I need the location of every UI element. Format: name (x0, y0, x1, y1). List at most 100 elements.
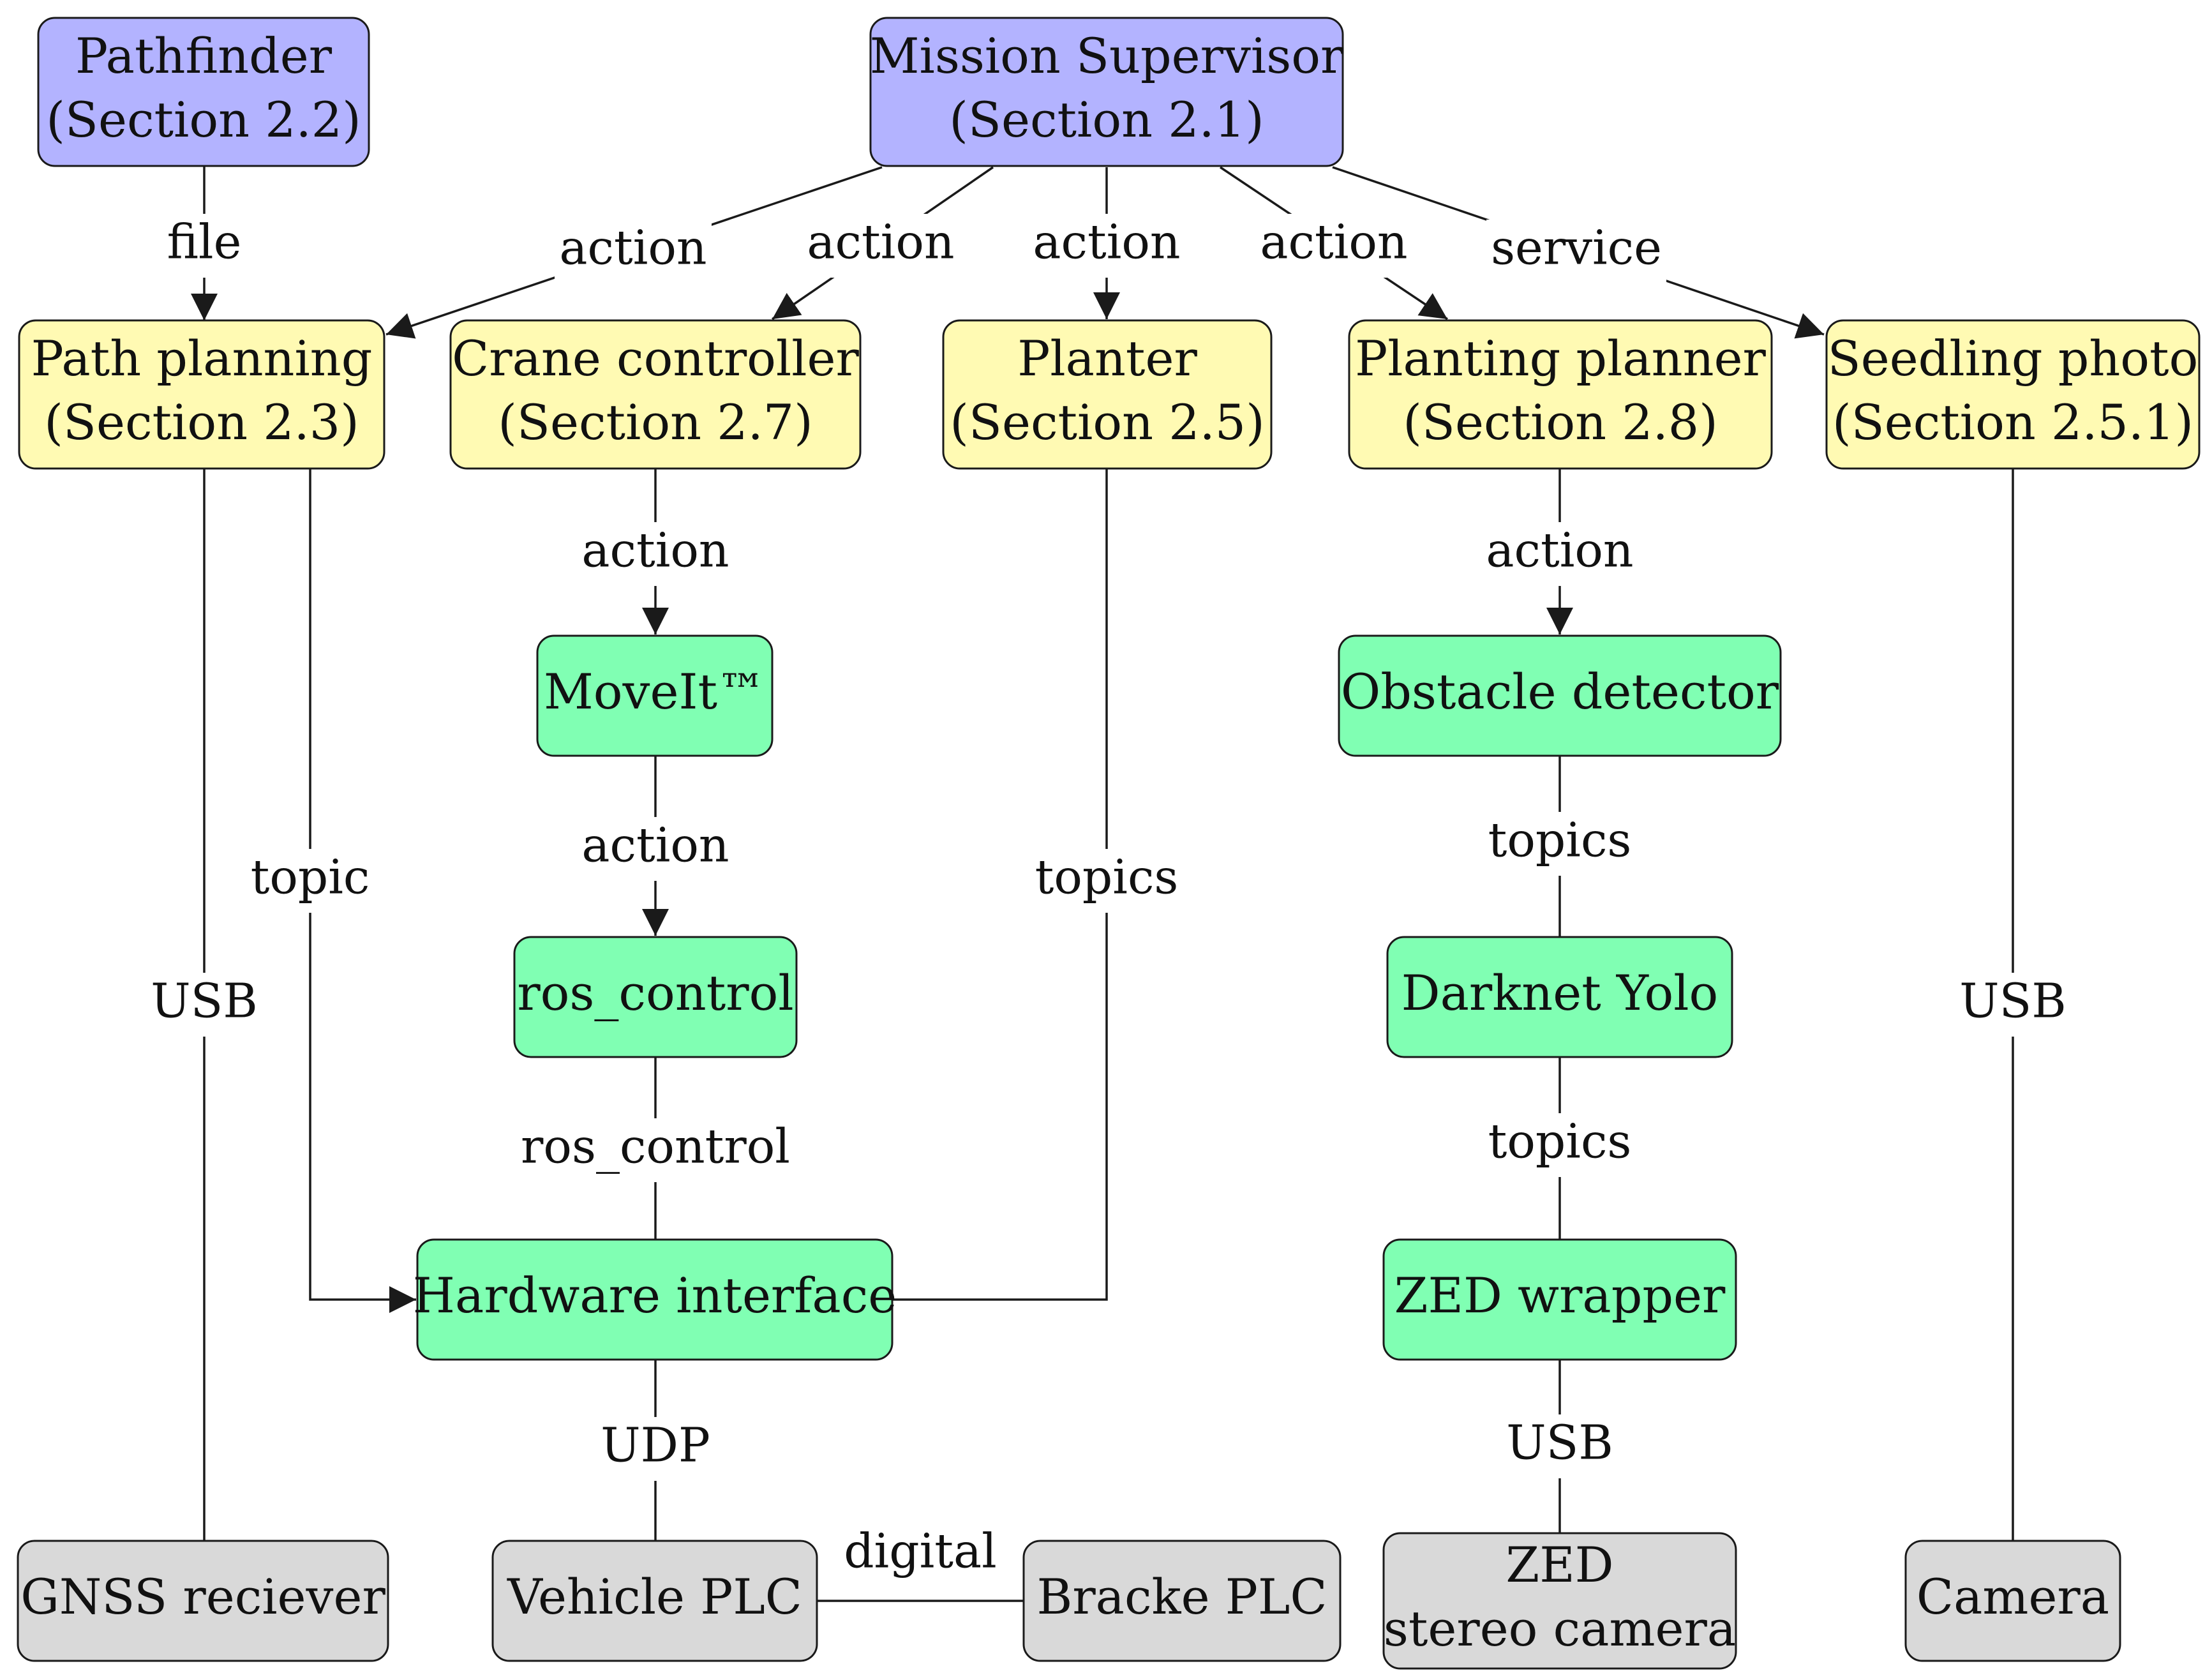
edge-label: topics (1488, 813, 1632, 867)
node-planting-planner: Planting planner (Section 2.8) (1348, 319, 1773, 470)
edge-label: digital (844, 1524, 997, 1579)
node-darknet-yolo: Darknet Yolo (1386, 936, 1733, 1058)
node-box (942, 319, 1273, 470)
node-title: Crane controller (452, 330, 859, 387)
edge-label-background (1969, 973, 2057, 1037)
node-section: (Section 2.7) (498, 394, 812, 451)
edge-label: action (1033, 214, 1180, 269)
node-box (1022, 1540, 1341, 1662)
node-section: (Section 2.3) (44, 394, 359, 451)
edge-planter-to-hardware-interface: topics (892, 469, 1185, 1301)
node-box (1382, 1532, 1737, 1670)
node-title: Path planning (31, 330, 373, 387)
edge-crane-controller-to-moveit: action (577, 469, 734, 634)
node-planter: Planter(Section 2.5) (942, 319, 1273, 470)
edge-mission-supervisor-to-planter: action (1028, 167, 1185, 319)
node-box (18, 319, 385, 470)
edge-mission-supervisor-to-seedling-photo: service (1332, 166, 1825, 339)
edge-obstacle-detector-to-darknet-yolo: topics (1481, 756, 1638, 937)
edge-label-background (149, 214, 260, 278)
edge-label-background (1255, 214, 1412, 278)
node-path-planning: Path planning (Section 2.3) (18, 319, 385, 470)
edge-planting-planner-to-obstacle-detector: action (1481, 469, 1638, 634)
node-title: ZED (1506, 1536, 1613, 1593)
node-gnss-receiver: GNSS reciever (17, 1540, 389, 1662)
edge-ros-control-to-hardware-interface: ros_control (519, 1057, 791, 1240)
node-box (17, 1540, 389, 1662)
edge-label: action (1486, 523, 1633, 578)
edge-label: action (807, 214, 954, 269)
edge-darknet-yolo-to-zed-wrapper: topics (1481, 1057, 1638, 1240)
edge-mission-supervisor-to-crane-controller: action (772, 166, 994, 320)
edge-label: UDP (601, 1418, 710, 1473)
node-section: (Section 2.5) (950, 394, 1264, 451)
node-box (449, 319, 862, 470)
node-title: ros_control (517, 964, 793, 1021)
edge-line (892, 469, 1108, 1301)
edge-label-background (1481, 522, 1638, 586)
edge-seedling-photo-to-camera: USB (1959, 469, 2066, 1541)
node-title: ZED wrapper (1394, 1267, 1726, 1324)
node-title: Planting planner (1355, 330, 1766, 387)
edge-label-background (830, 1523, 1010, 1587)
edge-hardware-interface-to-vehicle-plc: UDP (601, 1360, 710, 1541)
edge-label-background (802, 214, 959, 278)
edge-label-background (555, 220, 712, 283)
edges-layer: file action action action action service actio… (149, 166, 2066, 1602)
node-box (536, 634, 773, 757)
node-title: Seedling photo (1828, 330, 2199, 387)
node-box (1348, 319, 1773, 470)
edge-label: topics (1035, 850, 1179, 904)
node-box (37, 17, 370, 167)
node-section: (Section 2.5.1) (1832, 394, 2193, 451)
edge-label-background (1481, 812, 1638, 876)
node-obstacle-detector: Obstacle detector (1338, 634, 1782, 757)
node-pathfinder: Pathfinder(Section 2.2) (37, 17, 370, 167)
node-bracke-plc: Bracke PLC (1022, 1540, 1341, 1662)
edge-path-planning-to-hardware-interface: topic (243, 469, 416, 1313)
node-mission-supervisor: Mission Supervisor(Section 2.1) (869, 17, 1344, 167)
edge-label-background (1516, 1414, 1604, 1478)
node-ros-control: ros_control (513, 936, 798, 1058)
edge-label: ros_control (521, 1119, 790, 1174)
nodes-layer: Pathfinder(Section 2.2) Mission Superviso… (17, 17, 2201, 1670)
edge-path-planning-to-gnss-receiver: USB (151, 469, 258, 1541)
node-box (491, 1540, 818, 1662)
node-title: Camera (1917, 1568, 2109, 1625)
node-box (416, 1238, 893, 1361)
node-box (513, 936, 798, 1058)
edge-label: topic (251, 850, 370, 904)
edge-moveit-to-ros-control: action (577, 756, 734, 936)
node-crane-controller: Crane controller (Section 2.7) (449, 319, 862, 470)
node-title: Obstacle detector (1341, 663, 1779, 720)
node-box (1386, 936, 1733, 1058)
edge-label: USB (1959, 973, 2066, 1028)
node-title: Bracke PLC (1037, 1568, 1327, 1625)
node-section: (Section 2.2) (46, 91, 361, 148)
edge-label-background (1028, 214, 1185, 278)
node-box (1382, 1238, 1737, 1361)
edge-label-background (577, 522, 734, 586)
node-hardware-interface: Hardware interface (413, 1238, 897, 1361)
node-box (869, 17, 1344, 167)
node-seedling-photo: Seedling photo (Section 2.5.1) (1825, 319, 2201, 470)
edge-label: service (1491, 220, 1662, 275)
edge-vehicle-plc-to-bracke-plc: digital (817, 1523, 1024, 1602)
edge-label: USB (151, 973, 257, 1028)
node-section: (Section 2.8) (1403, 394, 1717, 451)
edge-label-background (519, 1118, 791, 1182)
edge-label: USB (1506, 1415, 1613, 1470)
edge-label: file (167, 214, 242, 269)
node-moveit: MoveIt™ (536, 634, 773, 757)
node-title: GNSS reciever (20, 1568, 385, 1625)
edge-label-background (243, 849, 377, 913)
edge-label: action (581, 523, 729, 578)
edge-label-background (1028, 849, 1185, 913)
edge-label: action (581, 818, 729, 873)
edge-label: action (1260, 214, 1407, 269)
edge-line (309, 469, 416, 1313)
edge-label-background (1481, 1113, 1638, 1177)
edge-mission-supervisor-to-planting-planner: action (1220, 166, 1448, 320)
